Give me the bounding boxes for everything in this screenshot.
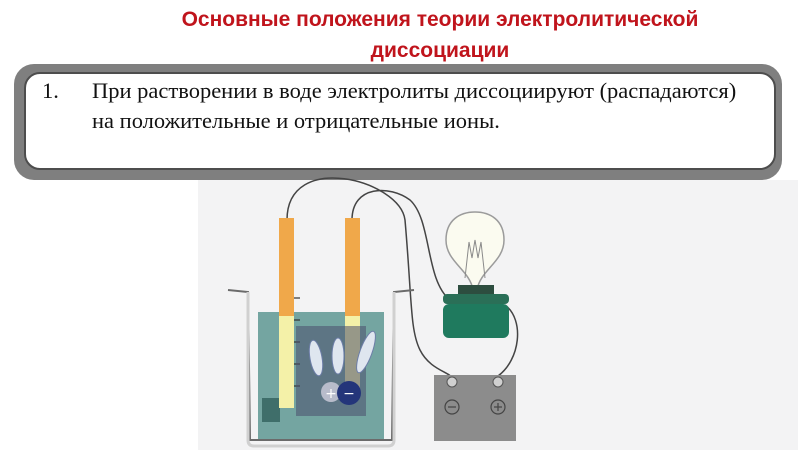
anion-ellipse-3	[356, 330, 376, 374]
battery-terminal-positive	[492, 376, 504, 388]
anion-symbol: −	[343, 386, 355, 402]
left-electrode-submerged	[279, 316, 294, 408]
point-number: 1.	[42, 78, 59, 103]
battery	[434, 375, 516, 441]
battery-minus-icon	[444, 399, 460, 415]
anion-ball	[337, 381, 361, 405]
point-text: При растворении в воде электролиты диссо…	[92, 78, 737, 133]
cation-symbol: +	[325, 386, 337, 402]
anion-ellipse-1	[308, 339, 324, 377]
cation-ball	[321, 382, 341, 402]
anion-ellipse-2	[331, 337, 345, 375]
slide-title: Основные положения теории электролитичес…	[0, 4, 800, 66]
wire-left-electrode	[286, 177, 453, 379]
battery-terminal-negative	[446, 376, 458, 388]
statement-card	[24, 72, 776, 170]
wire-right-electrode	[351, 189, 451, 301]
slide-title-line-1: Основные положения теории электролитичес…	[181, 8, 699, 31]
light-bulb	[443, 211, 509, 338]
statement-point: 1. При растворении в воде электролиты ди…	[42, 76, 742, 136]
slide-title-line-2: диссоциации	[370, 39, 510, 62]
ion-cloud: + −	[296, 326, 376, 416]
battery-plus-icon	[490, 399, 506, 415]
wire-lamp-battery	[497, 304, 519, 377]
